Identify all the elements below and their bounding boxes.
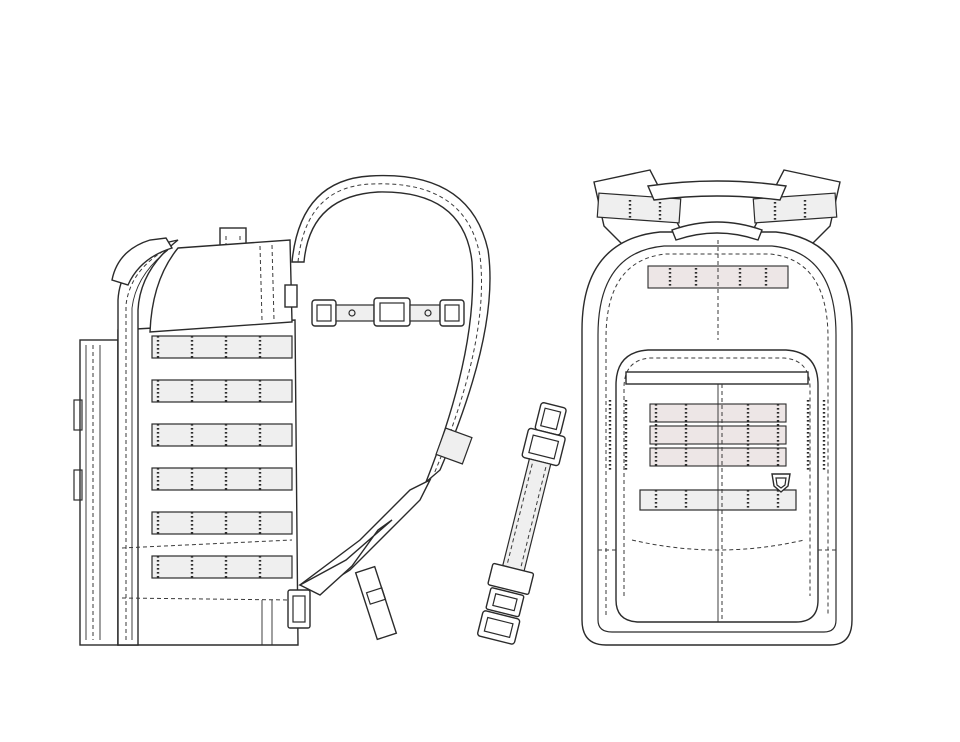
waist-strap [477, 402, 567, 645]
molle-webbing [151, 335, 293, 579]
front-handle [671, 221, 763, 241]
side-view [73, 174, 491, 646]
top-handle [111, 237, 174, 286]
pocket-zipper [625, 371, 809, 385]
upper-side-panel [149, 239, 293, 333]
strap-tail [354, 565, 398, 641]
front-view [581, 169, 853, 646]
chest-strap [311, 297, 465, 327]
